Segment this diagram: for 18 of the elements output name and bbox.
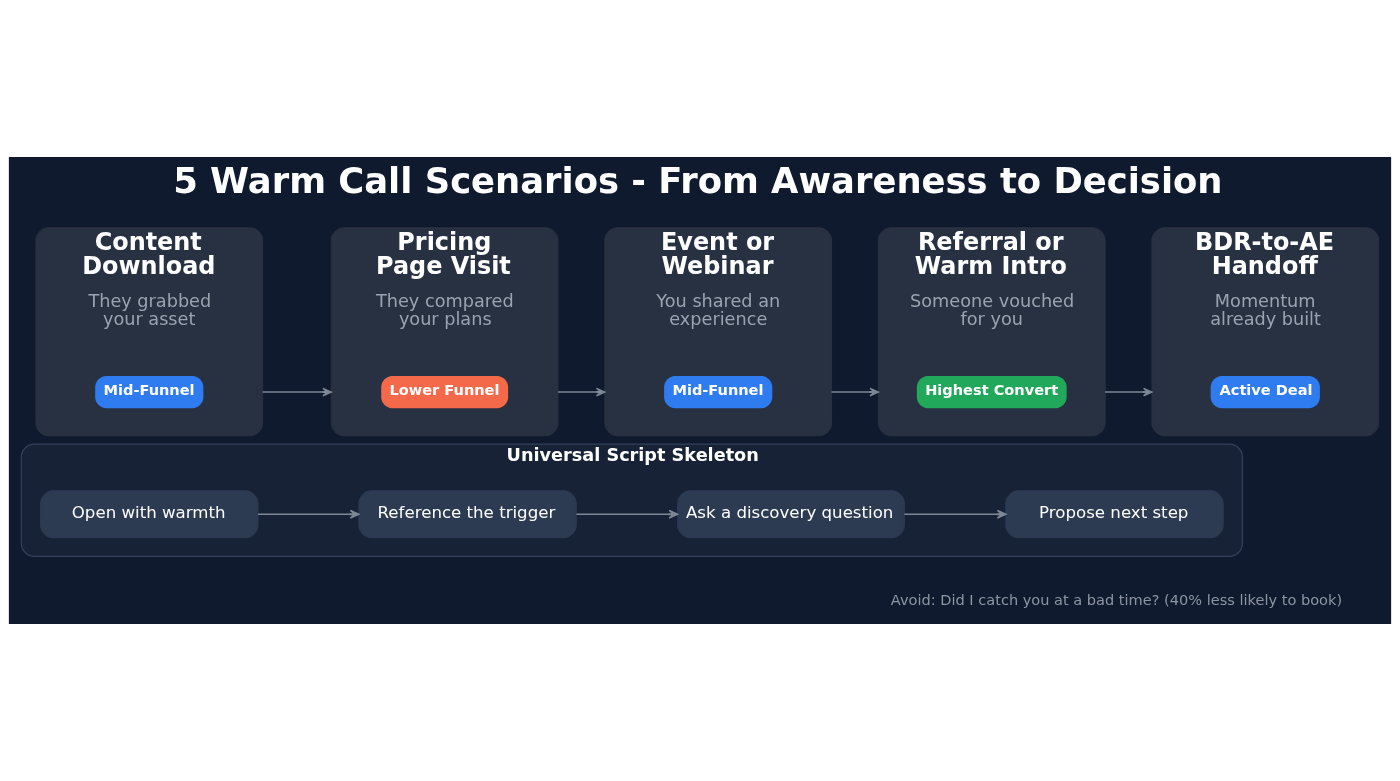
- node-box: Mid-Funnel: [664, 375, 773, 409]
- node-box: Ask a discovery question: [677, 490, 905, 539]
- node-box: Open with warmth: [40, 490, 259, 539]
- arrow: [1104, 387, 1153, 397]
- node-box: Reference the trigger: [358, 490, 577, 539]
- arrow: [830, 387, 880, 397]
- label: Avoid: Did I catch you at a bad time? (40% less likely to book): [890, 590, 1343, 608]
- diagram-title: 5 Warm Call Scenarios - From Awareness to Decision: [173, 159, 1223, 201]
- node-box: Active Deal: [1210, 375, 1320, 409]
- arrow: [557, 387, 606, 397]
- arrow: [903, 509, 1007, 519]
- node-box: Mid-Funnel: [95, 375, 204, 409]
- node-box: Lower Funnel: [381, 375, 509, 409]
- arrow: [261, 387, 333, 397]
- node-box: Propose next step: [1005, 490, 1224, 539]
- arrow: [257, 509, 360, 519]
- node-box: Highest Convert: [916, 375, 1067, 409]
- arrow: [575, 509, 679, 519]
